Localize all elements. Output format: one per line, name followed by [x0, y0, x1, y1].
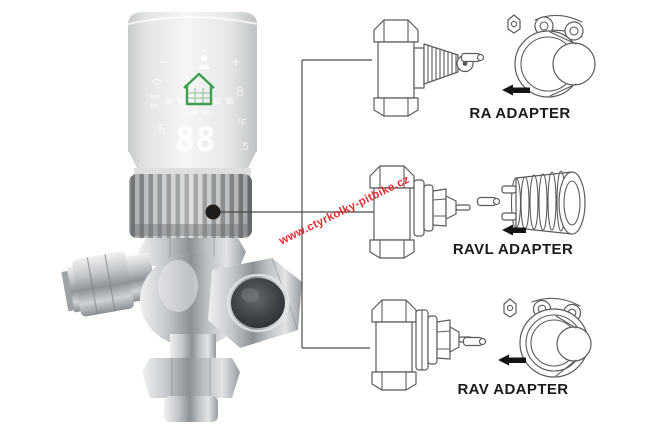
ra-valve-ribs — [427, 45, 457, 83]
rav-adapter-label: RAV ADAPTER — [457, 381, 569, 398]
left-pipe-arm — [61, 251, 158, 317]
display-small-digit: 8 — [236, 83, 244, 99]
knurled-ring-nut — [129, 174, 252, 238]
ravl-valve-drawing — [369, 165, 471, 259]
ravl-adapter-drawing — [501, 170, 586, 236]
front-hex-port — [208, 257, 302, 348]
display-plus: + — [232, 54, 241, 71]
home-icon — [183, 72, 215, 106]
ravl-valve-pin — [476, 196, 501, 207]
left-arrow-icon — [502, 224, 526, 236]
ra-valve-pin — [460, 52, 485, 63]
child-lock-icon — [198, 54, 210, 69]
left-arrow-icon — [498, 354, 526, 366]
display-left-digit: 5 — [159, 122, 166, 136]
valve-photo: − + — [61, 12, 302, 422]
display-temperature: 88 — [174, 120, 216, 160]
wifi-icon — [151, 78, 163, 89]
thermostat-head: − + — [127, 12, 258, 238]
ra-adapter-label: RA ADAPTER — [469, 105, 571, 122]
display-decimal: .5 — [239, 141, 248, 153]
left-arrow-icon — [502, 84, 530, 96]
display-minus: − — [160, 54, 169, 71]
display-unit: °F — [237, 118, 247, 129]
ra-valve-drawing — [373, 19, 474, 117]
display-aux-glyphs — [150, 95, 233, 115]
rav-valve-drawing — [371, 299, 473, 391]
callout-dot — [205, 204, 221, 220]
rav-valve-pin — [462, 336, 487, 347]
ra-adapter-drawing — [502, 14, 596, 98]
ravl-adapter-label: RAVL ADAPTER — [452, 241, 574, 258]
rav-adapter-drawing — [498, 297, 592, 378]
lcd-display: − + — [150, 54, 249, 160]
chrome-valve-body — [61, 238, 302, 422]
